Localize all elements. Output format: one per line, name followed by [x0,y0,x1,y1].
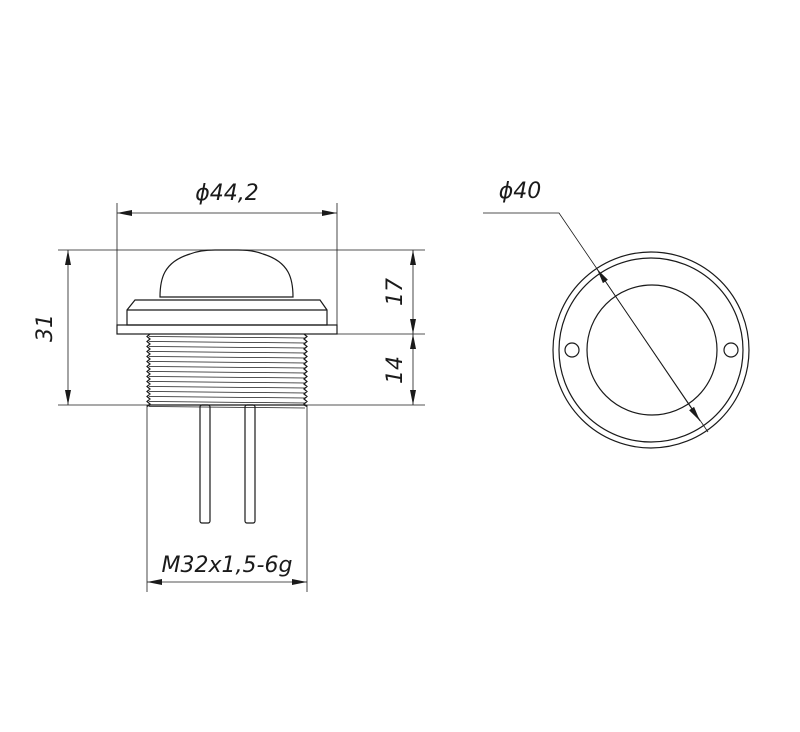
extension-lines [58,203,425,592]
outer-ring [552,251,750,449]
thread-line [148,376,306,379]
thread-line [148,386,306,389]
thread-edge-left [146,333,151,408]
thread-line [148,346,306,349]
mounting-hole-right [723,342,739,358]
thread-line [148,391,306,394]
diameter-40-label: ϕ40 [499,179,542,204]
thread-line [148,381,306,384]
thread-body [146,333,308,409]
flange [126,299,328,326]
thread-line [148,396,306,399]
thread-line [148,336,306,339]
side-view: ϕ44,2 31 17 14 M32x1,5-6g [33,181,425,592]
thread-line [148,406,306,409]
leader-line [483,212,709,433]
dome [159,249,294,298]
height-17-label: 17 [383,278,408,306]
pin-left [199,404,211,524]
dimension-lines [65,210,416,585]
thread-line [148,361,306,364]
diameter-40-dimension [596,268,701,422]
flange-ring [558,257,744,443]
diameter-44-label: ϕ44,2 [195,181,259,206]
top-view: ϕ40 [483,179,750,449]
thread-line [148,366,306,369]
thread-edge-right [303,333,308,408]
thread-line [148,351,306,354]
thread-line [148,341,306,344]
thread-line [148,356,306,359]
thread-spec-label: M32x1,5-6g [162,553,293,578]
height-14-label: 14 [383,356,408,384]
mounting-hole-left [564,342,580,358]
mounting-plate [116,324,338,335]
height-31-label: 31 [33,314,58,342]
thread-line [148,371,306,374]
thread-line [148,401,306,404]
pin-right [244,404,256,524]
